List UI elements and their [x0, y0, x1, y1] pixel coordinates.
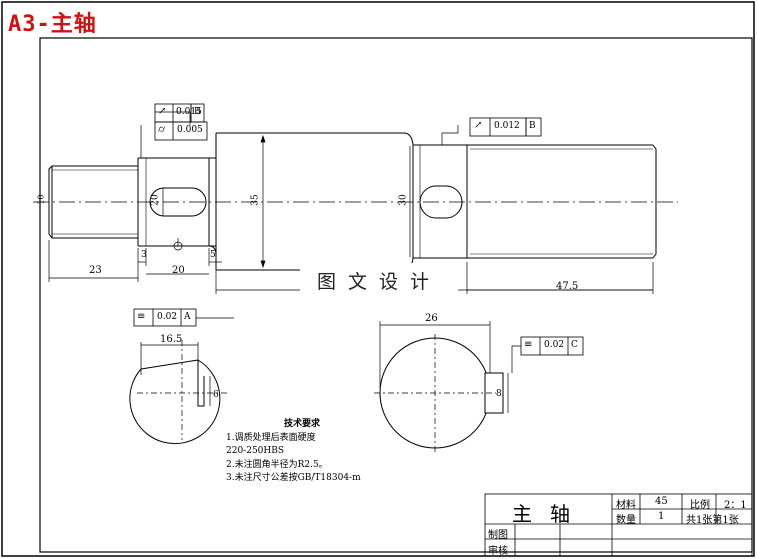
dim-label-left-small: 10 [36, 194, 46, 205]
dim-label-23: 23 [89, 265, 102, 276]
gdt-sym-a-symbol: ≡ [137, 311, 146, 322]
gdt-sym-a-value: 0.02 [157, 312, 178, 322]
note-line-3: 2.未注圆角半径为R2.5。 [226, 459, 328, 470]
dim-label-26: 26 [425, 313, 438, 324]
material-value: 45 [655, 496, 668, 507]
dim-label-8: 8 [496, 389, 502, 399]
note-line-4: 3.未注尺寸公差按GB/T18304-m [226, 473, 361, 484]
gdt-runout-top-datum: B [194, 107, 201, 117]
section-a [129, 308, 234, 445]
gdt-runout-top-value: 0.015 [176, 107, 202, 117]
dim-label-47-5: 47.5 [556, 281, 579, 292]
gdt-runout-right-symbol: ↗ [474, 120, 483, 131]
qty-label: 数量 [616, 515, 636, 526]
gdt-sym-c-symbol: ≡ [524, 339, 533, 350]
dim-label-3: 3 [141, 250, 147, 260]
dim-label-6: 6 [213, 390, 219, 400]
gdt-sym-a-datum: A [184, 312, 191, 322]
section-c [374, 321, 584, 452]
material-label: 材料 [616, 500, 636, 511]
scale-value: 2：1 [724, 500, 747, 511]
dim-label-dia-20: 20 [150, 194, 161, 206]
gdt-sym-c-value: 0.02 [544, 340, 565, 350]
dim-label-20: 20 [172, 265, 185, 276]
note-line-2: 220-250HBS [226, 446, 285, 457]
title-block-lines [484, 493, 753, 557]
shaft-segment-35 [208, 132, 414, 271]
leaders [140, 111, 459, 251]
keyway-right [419, 185, 463, 219]
gdt-runout-right [469, 117, 542, 137]
shaft-segment-30 [413, 144, 657, 259]
shaft-segment-20 [138, 157, 210, 247]
notes-title: 技术要求 [284, 419, 321, 429]
scale-label: 比例 [690, 500, 710, 511]
drawn-label: 制图 [488, 530, 508, 541]
drawing-title: A3-主轴 [8, 12, 97, 37]
checked-label: 审核 [488, 546, 508, 557]
dim-label-dia-30: 30 [398, 194, 409, 206]
left-thread-section [48, 158, 139, 246]
note-line-1: 1.调质处理后表面硬度 [226, 432, 316, 443]
inner-frame [39, 37, 753, 553]
dim-label-5: 5 [210, 250, 216, 260]
part-name: 主轴 [512, 502, 588, 526]
dim-dia-35 [260, 134, 266, 269]
dim-label-16-5: 16.5 [160, 334, 183, 345]
qty-value: 1 [658, 511, 665, 522]
gdt-cyl-value: 0.005 [177, 125, 203, 135]
gdt-runout-top-symbol: ↗ [158, 106, 167, 117]
gdt-runout-right-datum: B [529, 121, 536, 131]
gdt-runout-right-value: 0.012 [494, 121, 520, 131]
keyway-left [149, 187, 207, 217]
watermark-text: 图文设计 [300, 263, 458, 297]
gdt-cyl-top [154, 121, 208, 141]
technical-notes: 技术要求 1.调质处理后表面硬度 220-250HBS 2.未注圆角半径为R2.… [226, 418, 361, 486]
gdt-cyl-symbol: ⌭ [158, 124, 166, 135]
gdt-sym-c-datum: C [571, 340, 578, 350]
dim-label-dia-35: 35 [250, 194, 261, 206]
sheet-info: 共1张第1张 [686, 515, 739, 526]
